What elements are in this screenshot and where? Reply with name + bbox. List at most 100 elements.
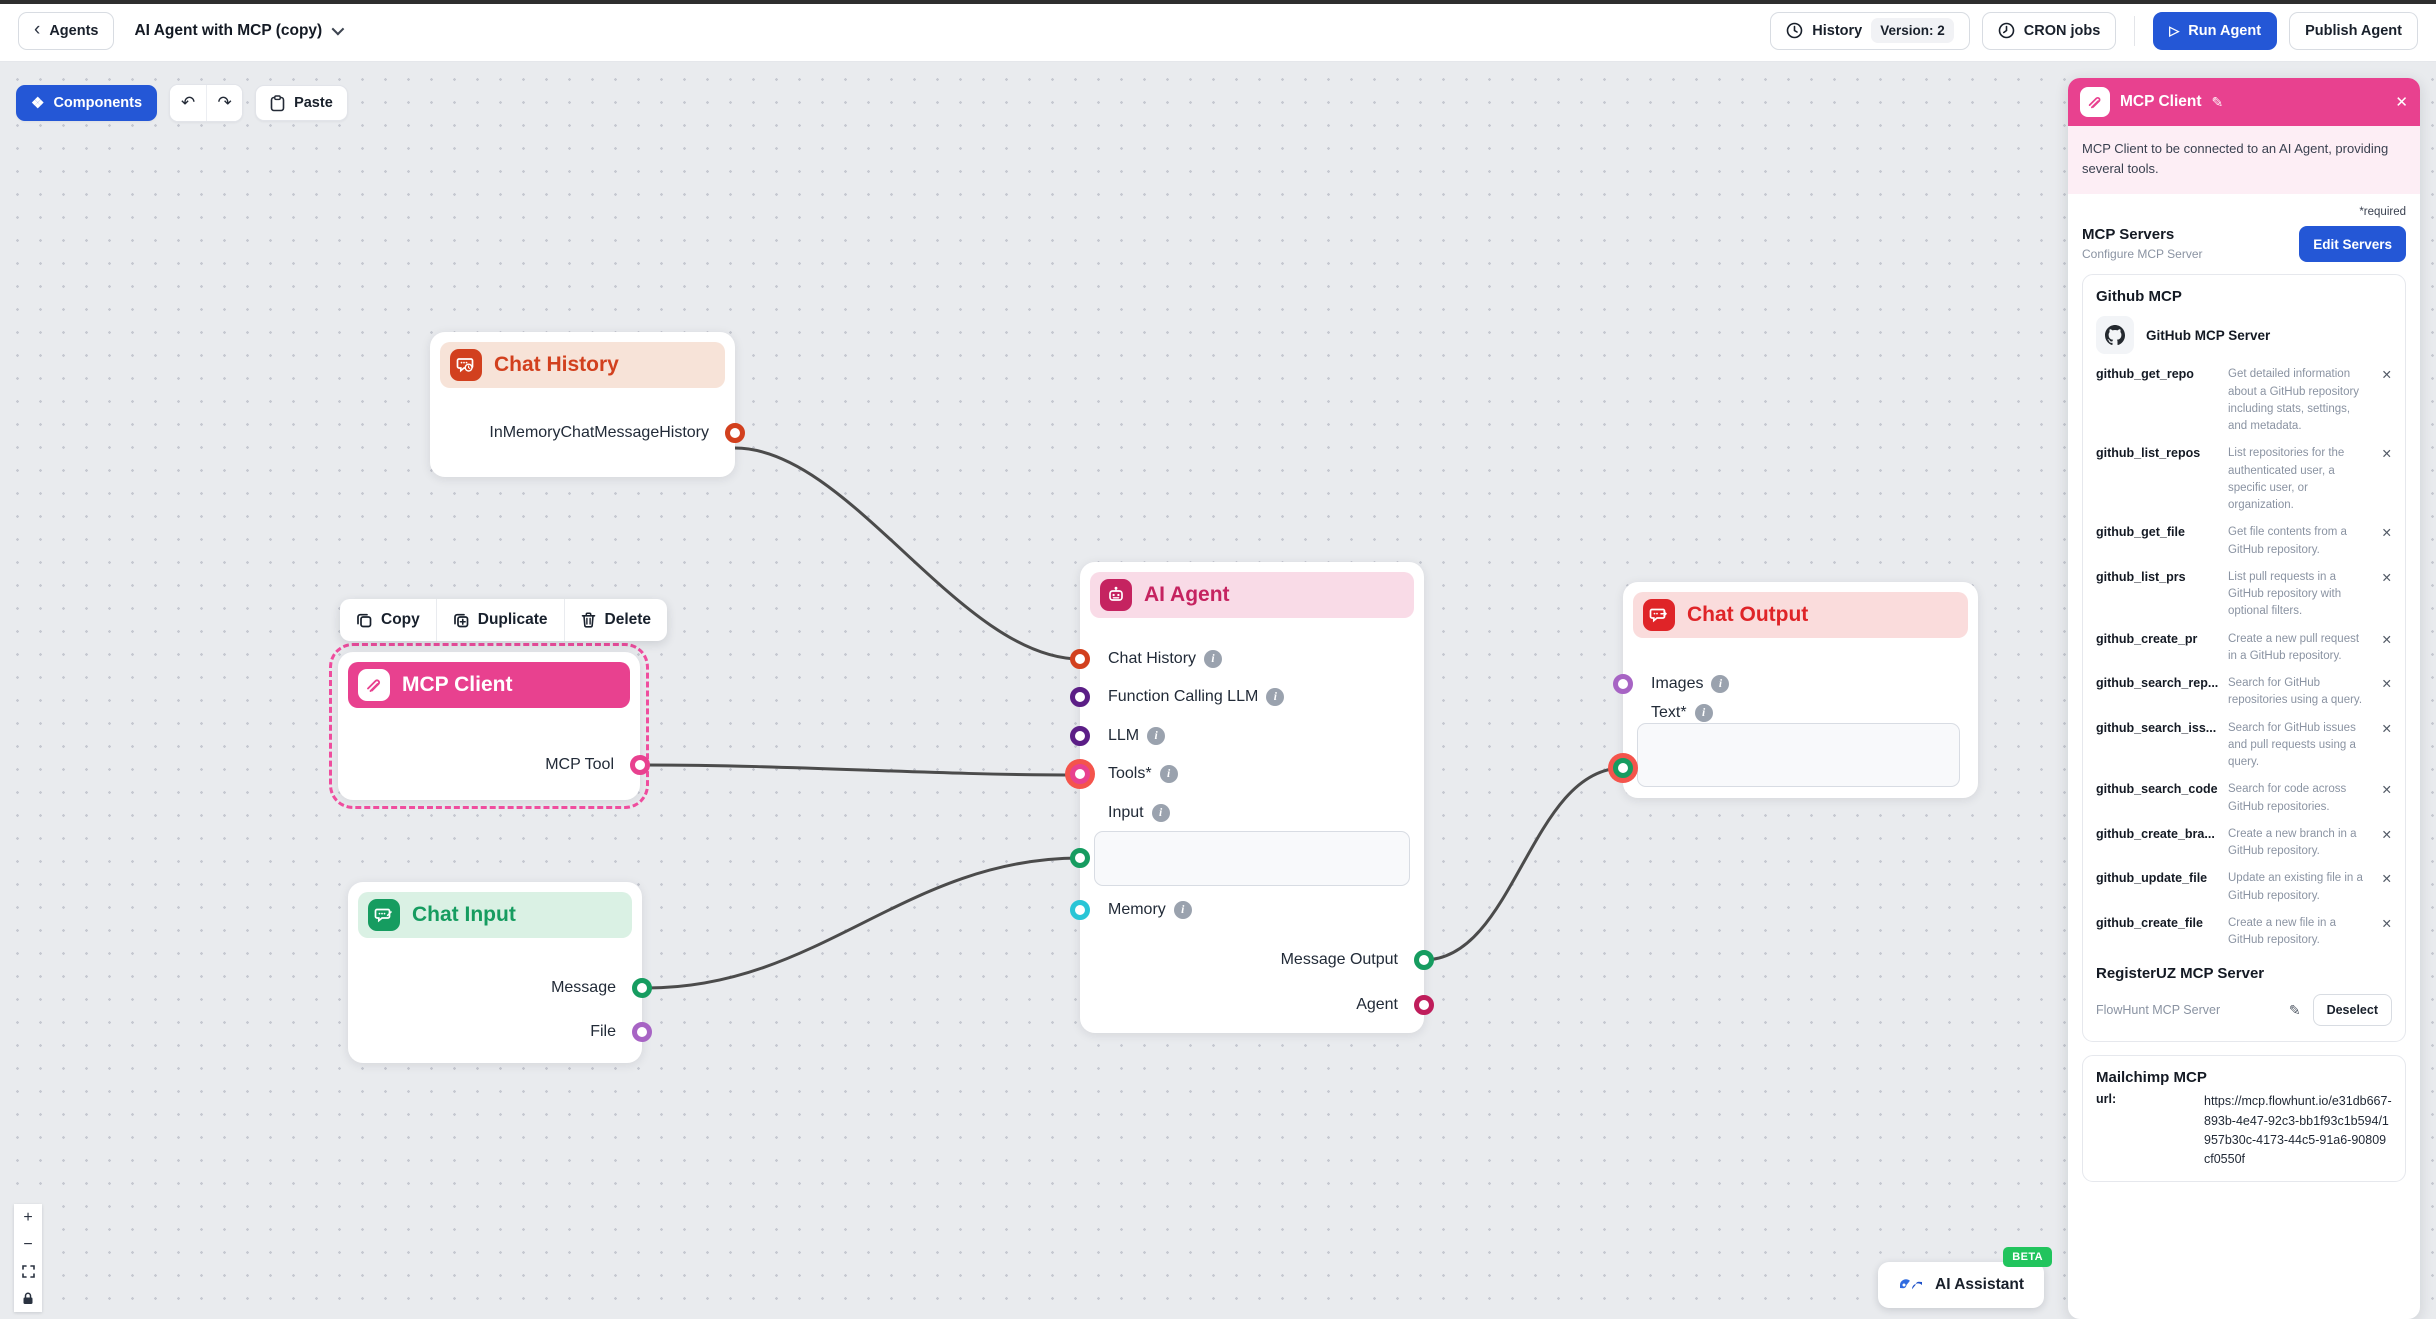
- mcp-client-config-panel: MCP Client ✎ ✕ MCP Client to be connecte…: [2068, 78, 2420, 1319]
- publish-agent-button[interactable]: Publish Agent: [2289, 11, 2418, 50]
- port-label-message: Message: [551, 979, 616, 996]
- github-mcp-card: Github MCP GitHub MCP Server github_get_…: [2082, 274, 2406, 1043]
- version-badge: Version: 2: [1871, 18, 1954, 43]
- port-label-agent: Agent: [1356, 996, 1398, 1013]
- tool-desc: Update an existing file in a GitHub repo…: [2228, 872, 2363, 902]
- ai-assistant-logo-icon: [1900, 1279, 1922, 1290]
- lock-icon: [23, 1292, 33, 1304]
- flow-title-dropdown[interactable]: AI Agent with MCP (copy): [134, 22, 345, 40]
- rename-pencil-icon[interactable]: ✎: [2211, 93, 2224, 110]
- handle-message-output-output[interactable]: [1414, 950, 1434, 970]
- info-icon[interactable]: i: [1694, 704, 1713, 722]
- handle-file-output[interactable]: [632, 1022, 652, 1042]
- url-value: https://mcp.flowhunt.io/e31db667-893b-4e…: [2204, 1094, 2392, 1167]
- tool-desc: Search for GitHub repositories using a q…: [2228, 677, 2363, 707]
- handle-message-output[interactable]: [632, 978, 652, 998]
- back-to-agents-button[interactable]: ‹ Agents: [18, 11, 115, 50]
- remove-tool-icon[interactable]: ✕: [2381, 916, 2392, 931]
- node-ai-agent[interactable]: AI Agent Chat History i Function Calling…: [1070, 562, 1434, 1033]
- ai-assistant-button[interactable]: AI Assistant BETA: [1878, 1247, 2053, 1308]
- url-label: url:: [2096, 1092, 2117, 1107]
- paste-button[interactable]: Paste: [255, 85, 348, 121]
- node-title: Chat Output: [1687, 603, 1809, 626]
- info-icon[interactable]: i: [1711, 675, 1730, 693]
- info-icon[interactable]: i: [1151, 804, 1170, 822]
- remove-tool-icon[interactable]: ✕: [2381, 632, 2392, 647]
- copy-label: Copy: [381, 611, 420, 628]
- remove-tool-icon[interactable]: ✕: [2381, 447, 2392, 462]
- edit-pencil-icon[interactable]: ✎: [2288, 1001, 2301, 1018]
- node-chat-history[interactable]: Chat History InMemoryChatMessageHistory: [430, 332, 745, 477]
- flowhunt-server-name: FlowHunt MCP Server: [2096, 1003, 2221, 1018]
- remove-tool-icon[interactable]: ✕: [2381, 721, 2392, 736]
- canvas-zoom-controls: + −: [14, 1204, 42, 1312]
- tool-desc: Get file contents from a GitHub reposito…: [2228, 526, 2347, 556]
- registeruz-server-title: RegisterUZ MCP Server: [2096, 965, 2265, 983]
- tool-desc: Get detailed information about a GitHub …: [2228, 368, 2360, 433]
- handle-llm-input[interactable]: [1070, 726, 1090, 746]
- cron-jobs-label: CRON jobs: [2023, 22, 2101, 39]
- remove-tool-icon[interactable]: ✕: [2381, 677, 2392, 692]
- chat-output-text-field[interactable]: [1637, 723, 1960, 787]
- panel-close-icon[interactable]: ✕: [2395, 94, 2408, 111]
- fit-view-button[interactable]: [14, 1258, 42, 1285]
- info-icon[interactable]: i: [1266, 688, 1285, 706]
- mailchimp-mcp-card: Mailchimp MCP url: https://mcp.flowhunt.…: [2082, 1055, 2406, 1182]
- handle-inmemorychatmessagehistory-output[interactable]: [725, 423, 745, 443]
- undo-button[interactable]: ↶: [170, 85, 207, 121]
- duplicate-menu-item[interactable]: Duplicate: [435, 599, 564, 641]
- agent-input-field[interactable]: [1094, 831, 1410, 886]
- components-icon: ❖: [31, 95, 45, 112]
- mcp-servers-label: MCP Servers: [2082, 226, 2175, 244]
- info-icon[interactable]: i: [1204, 650, 1223, 668]
- remove-tool-icon[interactable]: ✕: [2381, 827, 2392, 842]
- info-icon[interactable]: i: [1159, 765, 1178, 783]
- port-label-message-output: Message Output: [1280, 951, 1398, 968]
- duplicate-icon: [453, 613, 469, 628]
- handle-chat-history-input[interactable]: [1070, 649, 1090, 669]
- tool-row: github_search_rep...Search for GitHub re…: [2096, 667, 2392, 712]
- history-button[interactable]: History Version: 2: [1770, 11, 1970, 50]
- handle-memory-input[interactable]: [1070, 900, 1090, 920]
- info-icon[interactable]: i: [1147, 727, 1166, 745]
- remove-tool-icon[interactable]: ✕: [2381, 570, 2392, 585]
- handle-text-input[interactable]: [1613, 758, 1633, 778]
- lock-button[interactable]: [14, 1285, 42, 1312]
- zoom-in-button[interactable]: +: [14, 1204, 42, 1231]
- copy-menu-item[interactable]: Copy: [340, 599, 436, 641]
- tool-name: github_update_file: [2096, 871, 2208, 886]
- cron-jobs-button[interactable]: CRON jobs: [1981, 11, 2117, 50]
- run-agent-button[interactable]: ▷ Run Agent: [2153, 11, 2278, 50]
- remove-tool-icon[interactable]: ✕: [2381, 368, 2392, 383]
- handle-agent-output[interactable]: [1414, 995, 1434, 1015]
- remove-tool-icon[interactable]: ✕: [2381, 872, 2392, 887]
- edit-servers-button[interactable]: Edit Servers: [2299, 226, 2406, 263]
- node-chat-input[interactable]: Chat Input Message File: [348, 882, 652, 1063]
- port-label-function-calling-llm: Function Calling LLM: [1108, 688, 1259, 705]
- undo-redo-group: ↶ ↷: [169, 84, 244, 122]
- handle-images-input[interactable]: [1613, 674, 1633, 694]
- port-label-inmemorychatmessagehistory: InMemoryChatMessageHistory: [489, 424, 709, 441]
- copy-icon: [357, 613, 372, 628]
- node-chat-output[interactable]: Chat Output Images i Text* i: [1613, 582, 1978, 798]
- port-label-file: File: [590, 1023, 616, 1040]
- zoom-out-button[interactable]: −: [14, 1231, 42, 1258]
- chat-history-icon: [450, 349, 482, 381]
- tool-name: github_list_prs: [2096, 569, 2186, 584]
- remove-tool-icon[interactable]: ✕: [2381, 783, 2392, 798]
- redo-button[interactable]: ↷: [206, 85, 243, 121]
- handle-mcp-tool-output[interactable]: [630, 755, 650, 775]
- info-icon[interactable]: i: [1173, 901, 1192, 919]
- node-mcp-client[interactable]: MCP Client MCP Tool: [329, 643, 650, 809]
- deselect-button[interactable]: Deselect: [2312, 994, 2392, 1027]
- handle-function-calling-llm-input[interactable]: [1070, 687, 1090, 707]
- remove-tool-icon[interactable]: ✕: [2381, 526, 2392, 541]
- handle-tools-input[interactable]: [1070, 764, 1090, 784]
- delete-menu-item[interactable]: Delete: [563, 599, 668, 641]
- tool-name: github_create_pr: [2096, 631, 2198, 646]
- tool-desc: Search for code across GitHub repositori…: [2228, 783, 2347, 813]
- components-button[interactable]: ❖ Components: [16, 85, 158, 121]
- handle-input-input[interactable]: [1070, 848, 1090, 868]
- tool-name: github_get_file: [2096, 525, 2185, 540]
